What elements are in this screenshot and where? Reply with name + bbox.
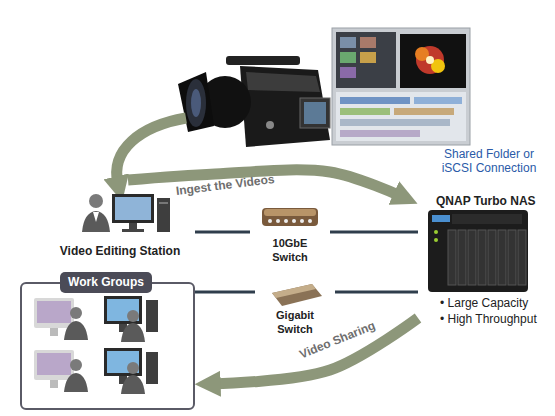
edge-label: Ingest the Videos [175, 172, 275, 198]
switch-device [262, 208, 318, 226]
nas-node: QNAP Turbo NAS • Large Capacity • High Thr… [418, 190, 548, 335]
node-label: • Large Capacity [440, 296, 548, 310]
node-label: 10GbE Switch [262, 236, 318, 264]
network-cable [195, 231, 250, 234]
nas-device [428, 210, 528, 292]
node-label: QNAP Turbo NAS [436, 194, 548, 208]
switch-node: 10GbE Switch [250, 200, 330, 270]
edge-label: Video Sharing [297, 318, 377, 361]
connection-note: Shared Folder or iSCSI Connection [428, 147, 550, 175]
workstation-node: Video Editing Station [45, 180, 195, 260]
node-label: Gigabit Switch [265, 308, 325, 336]
editor-screenshot [332, 28, 470, 145]
workgroup-box: Work Groups [20, 282, 195, 410]
workstation-icon [82, 194, 170, 232]
switch-node: Gigabit Switch [255, 280, 335, 345]
network-cable [330, 231, 418, 234]
flow-arrow [213, 318, 418, 384]
switch-device [272, 284, 322, 306]
network-cable [195, 291, 255, 294]
workgroup-computers [34, 296, 158, 394]
group-heading: Work Groups [60, 272, 152, 293]
camcorder [178, 56, 330, 147]
node-label: • High Throughput [440, 312, 548, 326]
node-label: Video Editing Station [45, 244, 195, 258]
network-cable [335, 291, 418, 294]
